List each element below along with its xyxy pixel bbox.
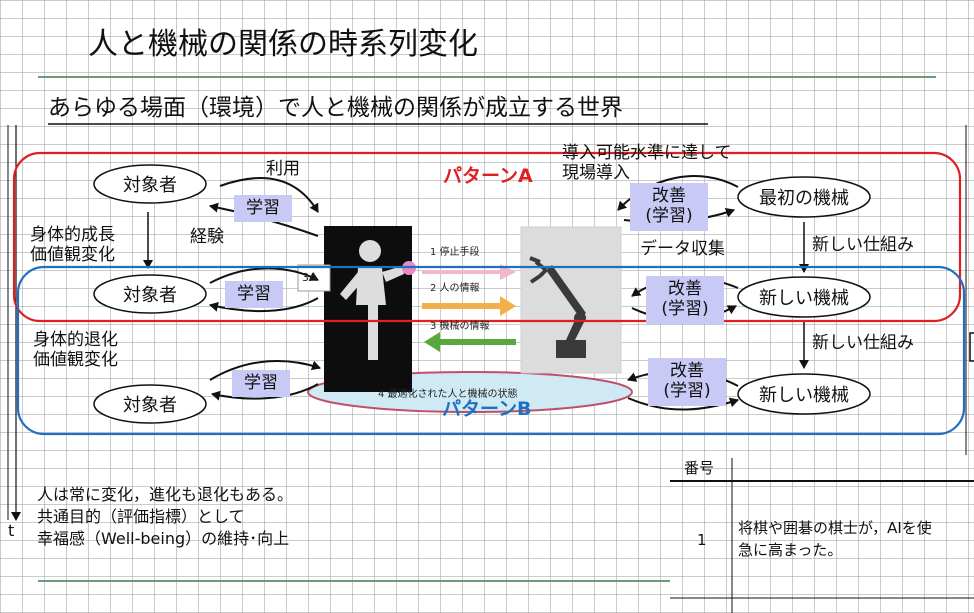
robot-upper-arm <box>546 265 586 318</box>
robot-base <box>556 340 586 358</box>
human-right-arm <box>382 266 404 282</box>
new-machine-label-2: 新しい機械 <box>759 385 849 406</box>
improve-box-3: 改善 (学習) <box>648 358 726 406</box>
center-illustration <box>297 226 633 413</box>
page-title: 人と機械の関係の時系列変化 <box>88 27 478 62</box>
use-label: 利用 <box>266 159 300 179</box>
experience-label: 経験 <box>190 227 224 247</box>
partial-tag-label: 3A <box>302 271 317 284</box>
learning-box-1: 学習 <box>234 195 292 222</box>
step2-label: 2 人の情報 <box>430 283 480 294</box>
decline-label: 身体的退化 価値観変化 <box>33 330 118 371</box>
actor-label-middle: 対象者 <box>123 285 177 306</box>
actor-oval-middle <box>93 274 207 314</box>
improve-box-1: 改善 (学習) <box>630 183 708 231</box>
growth-label: 身体的成長 価値観変化 <box>30 225 115 266</box>
pattern-a-frame <box>12 151 962 323</box>
learning-box-3: 学習 <box>232 370 290 397</box>
step3-label: 3 機械の情報 <box>430 321 490 332</box>
improve-box-2: 改善 (学習) <box>646 276 724 324</box>
new-mechanism-label-2: 新しい仕組み <box>812 333 914 353</box>
robot-lower-arm <box>566 318 584 342</box>
note-line-1: 人は常に変化，進化も退化もある。 <box>37 485 294 504</box>
note-line-2: 共通目的（評価指標）として <box>37 507 245 526</box>
pattern-a-label: パターンA <box>443 165 533 187</box>
machine-info-arrow <box>424 332 516 352</box>
table-row-text-1: 将棋や囲碁の棋士が，AIを使 <box>738 519 932 537</box>
cut-off-bracket <box>969 332 974 362</box>
table-header-number: 番号 <box>684 459 715 477</box>
actor-label-top: 対象者 <box>123 175 177 196</box>
stop-means-arrow <box>422 264 516 280</box>
human-left-arm <box>340 272 362 300</box>
human-body <box>356 268 386 360</box>
data-collection-label: データ収集 <box>640 239 725 259</box>
human-info-arrow <box>422 296 516 316</box>
first-machine-label: 最初の機械 <box>759 188 849 209</box>
new-machine-oval-2 <box>737 373 871 415</box>
actor-oval-bottom <box>93 384 207 424</box>
step1-label: 1 停止手段 <box>430 247 480 258</box>
page-subtitle: あらゆる場面（環境）で人と機械の関係が成立する世界 <box>48 95 623 121</box>
introduction-label: 導入可能水準に達して 現場導入 <box>562 143 732 183</box>
learning-box-2: 学習 <box>225 281 283 308</box>
actor-oval-top <box>93 164 207 204</box>
human-head <box>359 240 381 262</box>
pattern-b-frame <box>16 265 966 436</box>
actor-label-bottom: 対象者 <box>123 395 177 416</box>
table-row-text-2: 急に高まった。 <box>738 541 843 559</box>
table-row-number: 1 <box>697 531 707 549</box>
new-machine-oval-1 <box>737 276 871 318</box>
new-mechanism-label-1: 新しい仕組み <box>812 235 914 255</box>
time-axis-label: t <box>8 521 15 540</box>
pattern-b-label: パターンB <box>442 398 532 420</box>
new-machine-label-1: 新しい機械 <box>759 288 849 309</box>
first-machine-oval <box>737 176 871 218</box>
step4-label: 4 最適化された人と機械の状態 <box>378 389 518 400</box>
note-line-3: 幸福感（Well-being）の維持･向上 <box>37 529 290 548</box>
